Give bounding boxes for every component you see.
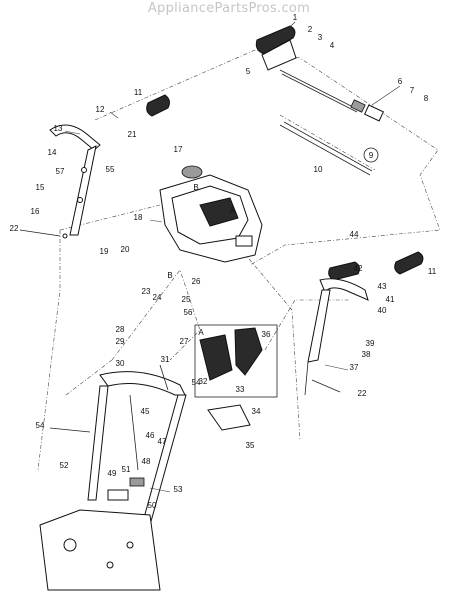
svg-text:45: 45: [141, 407, 150, 416]
svg-text:55: 55: [106, 165, 115, 174]
svg-text:4: 4: [330, 41, 335, 50]
inset-box: [194, 324, 278, 431]
svg-text:52: 52: [60, 461, 69, 470]
svg-text:18: 18: [134, 213, 143, 222]
svg-text:36: 36: [262, 330, 271, 339]
svg-text:46: 46: [146, 431, 155, 440]
svg-text:22: 22: [10, 224, 19, 233]
svg-text:41: 41: [386, 295, 395, 304]
svg-text:49: 49: [108, 469, 117, 478]
svg-text:22: 22: [358, 389, 367, 398]
svg-text:37: 37: [350, 363, 359, 372]
svg-text:56: 56: [184, 308, 193, 317]
svg-text:29: 29: [116, 337, 125, 346]
svg-text:39: 39: [366, 339, 375, 348]
svg-text:32: 32: [199, 377, 208, 386]
svg-text:50: 50: [148, 501, 157, 510]
lower-handle: [87, 371, 187, 526]
svg-text:9: 9: [369, 151, 374, 160]
svg-text:11: 11: [428, 267, 437, 276]
svg-text:A: A: [229, 206, 235, 215]
svg-text:8: 8: [424, 94, 429, 103]
dash-panel: [159, 165, 263, 263]
svg-text:6: 6: [398, 77, 403, 86]
svg-text:31: 31: [161, 355, 170, 364]
svg-text:57: 57: [56, 167, 65, 176]
svg-text:34: 34: [252, 407, 261, 416]
left-upper-handle: [49, 124, 101, 236]
svg-text:17: 17: [174, 145, 183, 154]
svg-text:14: 14: [48, 148, 57, 157]
watermark: AppliancePartsPros.com: [147, 1, 311, 16]
svg-text:B: B: [167, 271, 172, 280]
svg-text:2: 2: [308, 25, 313, 34]
callout-labels: 1 2 3 4 5 6 7 8 9 10 11 11 12 13 14 15 1…: [10, 13, 437, 510]
left-grip: [146, 94, 170, 117]
svg-text:B: B: [193, 183, 198, 192]
svg-text:19: 19: [100, 247, 109, 256]
svg-text:51: 51: [122, 465, 131, 474]
svg-text:27: 27: [180, 337, 189, 346]
svg-text:20: 20: [121, 245, 130, 254]
svg-text:43: 43: [378, 282, 387, 291]
svg-text:15: 15: [36, 183, 45, 192]
svg-text:42: 42: [354, 264, 363, 273]
svg-text:21: 21: [128, 130, 137, 139]
right-upper-handle: [304, 251, 424, 396]
svg-text:25: 25: [182, 295, 191, 304]
svg-text:28: 28: [116, 325, 125, 334]
svg-text:23: 23: [142, 287, 151, 296]
svg-text:54: 54: [36, 421, 45, 430]
svg-text:44: 44: [350, 230, 359, 239]
cables: [19, 229, 341, 433]
svg-text:26: 26: [192, 277, 201, 286]
svg-text:40: 40: [378, 306, 387, 315]
svg-text:13: 13: [54, 124, 63, 133]
svg-text:A: A: [198, 328, 204, 337]
svg-text:24: 24: [153, 293, 162, 302]
svg-text:3: 3: [318, 33, 323, 42]
svg-text:5: 5: [246, 67, 251, 76]
svg-text:11: 11: [134, 88, 143, 97]
svg-text:47: 47: [158, 437, 167, 446]
leader-lines: [64, 21, 401, 493]
svg-text:1: 1: [293, 13, 298, 22]
svg-text:10: 10: [314, 165, 323, 174]
housing-fragment: [39, 509, 161, 591]
svg-text:48: 48: [142, 457, 151, 466]
svg-text:16: 16: [31, 207, 40, 216]
svg-text:30: 30: [116, 359, 125, 368]
top-control-parts: [255, 25, 385, 176]
svg-text:33: 33: [236, 385, 245, 394]
svg-text:35: 35: [246, 441, 255, 450]
svg-text:7: 7: [410, 86, 415, 95]
svg-text:53: 53: [174, 485, 183, 494]
svg-text:54: 54: [192, 378, 201, 387]
svg-text:38: 38: [362, 350, 371, 359]
svg-text:12: 12: [96, 105, 105, 114]
